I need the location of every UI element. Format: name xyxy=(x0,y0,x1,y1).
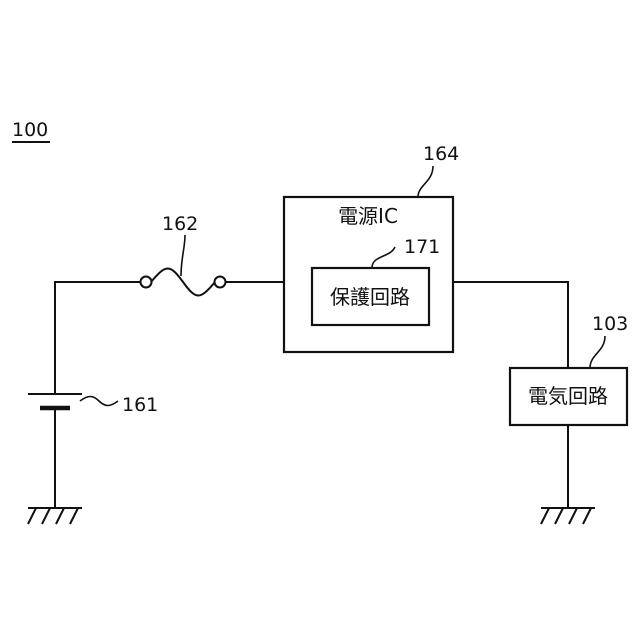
figure-reference: 100 xyxy=(12,119,50,142)
battery-symbol: 161 xyxy=(28,394,158,416)
protection-circuit-ref-label: 171 xyxy=(404,236,440,258)
fuse-right-terminal xyxy=(215,277,226,288)
ground-symbol-left xyxy=(28,508,82,524)
wire-power-ic-to-electric-circuit xyxy=(453,282,568,368)
ground-left-hatch-2 xyxy=(42,508,50,524)
fuse-left-terminal xyxy=(141,277,152,288)
ground-left-hatch-3 xyxy=(56,508,64,524)
ground-right-hatch-3 xyxy=(569,508,577,524)
ground-symbol-right xyxy=(541,508,595,524)
electric-circuit-leader-line xyxy=(590,336,605,368)
fuse-symbol: 162 xyxy=(141,213,226,296)
fuse-element xyxy=(151,269,215,296)
ground-right-hatch-4 xyxy=(583,508,591,524)
electric-circuit-label: 電気回路 xyxy=(528,384,608,408)
protection-circuit-label: 保護回路 xyxy=(330,285,410,309)
ground-left-hatch-1 xyxy=(28,508,36,524)
power-ic-ref-label: 164 xyxy=(423,143,459,165)
ground-right-hatch-2 xyxy=(555,508,563,524)
fuse-leader-line xyxy=(181,235,185,276)
fuse-ref-label: 162 xyxy=(162,213,198,235)
power-ic-label: 電源IC xyxy=(338,204,398,228)
ground-right-hatch-1 xyxy=(541,508,549,524)
figure-ref-label: 100 xyxy=(12,119,48,141)
battery-leader-line xyxy=(80,397,118,406)
wire-battery-to-fuse xyxy=(55,282,140,394)
electric-circuit-ref-label: 103 xyxy=(592,313,628,335)
electric-circuit-block: 電気回路 103 xyxy=(510,313,628,425)
battery-ref-label: 161 xyxy=(122,394,158,416)
ground-left-hatch-4 xyxy=(70,508,78,524)
power-ic-leader-line xyxy=(418,166,433,197)
